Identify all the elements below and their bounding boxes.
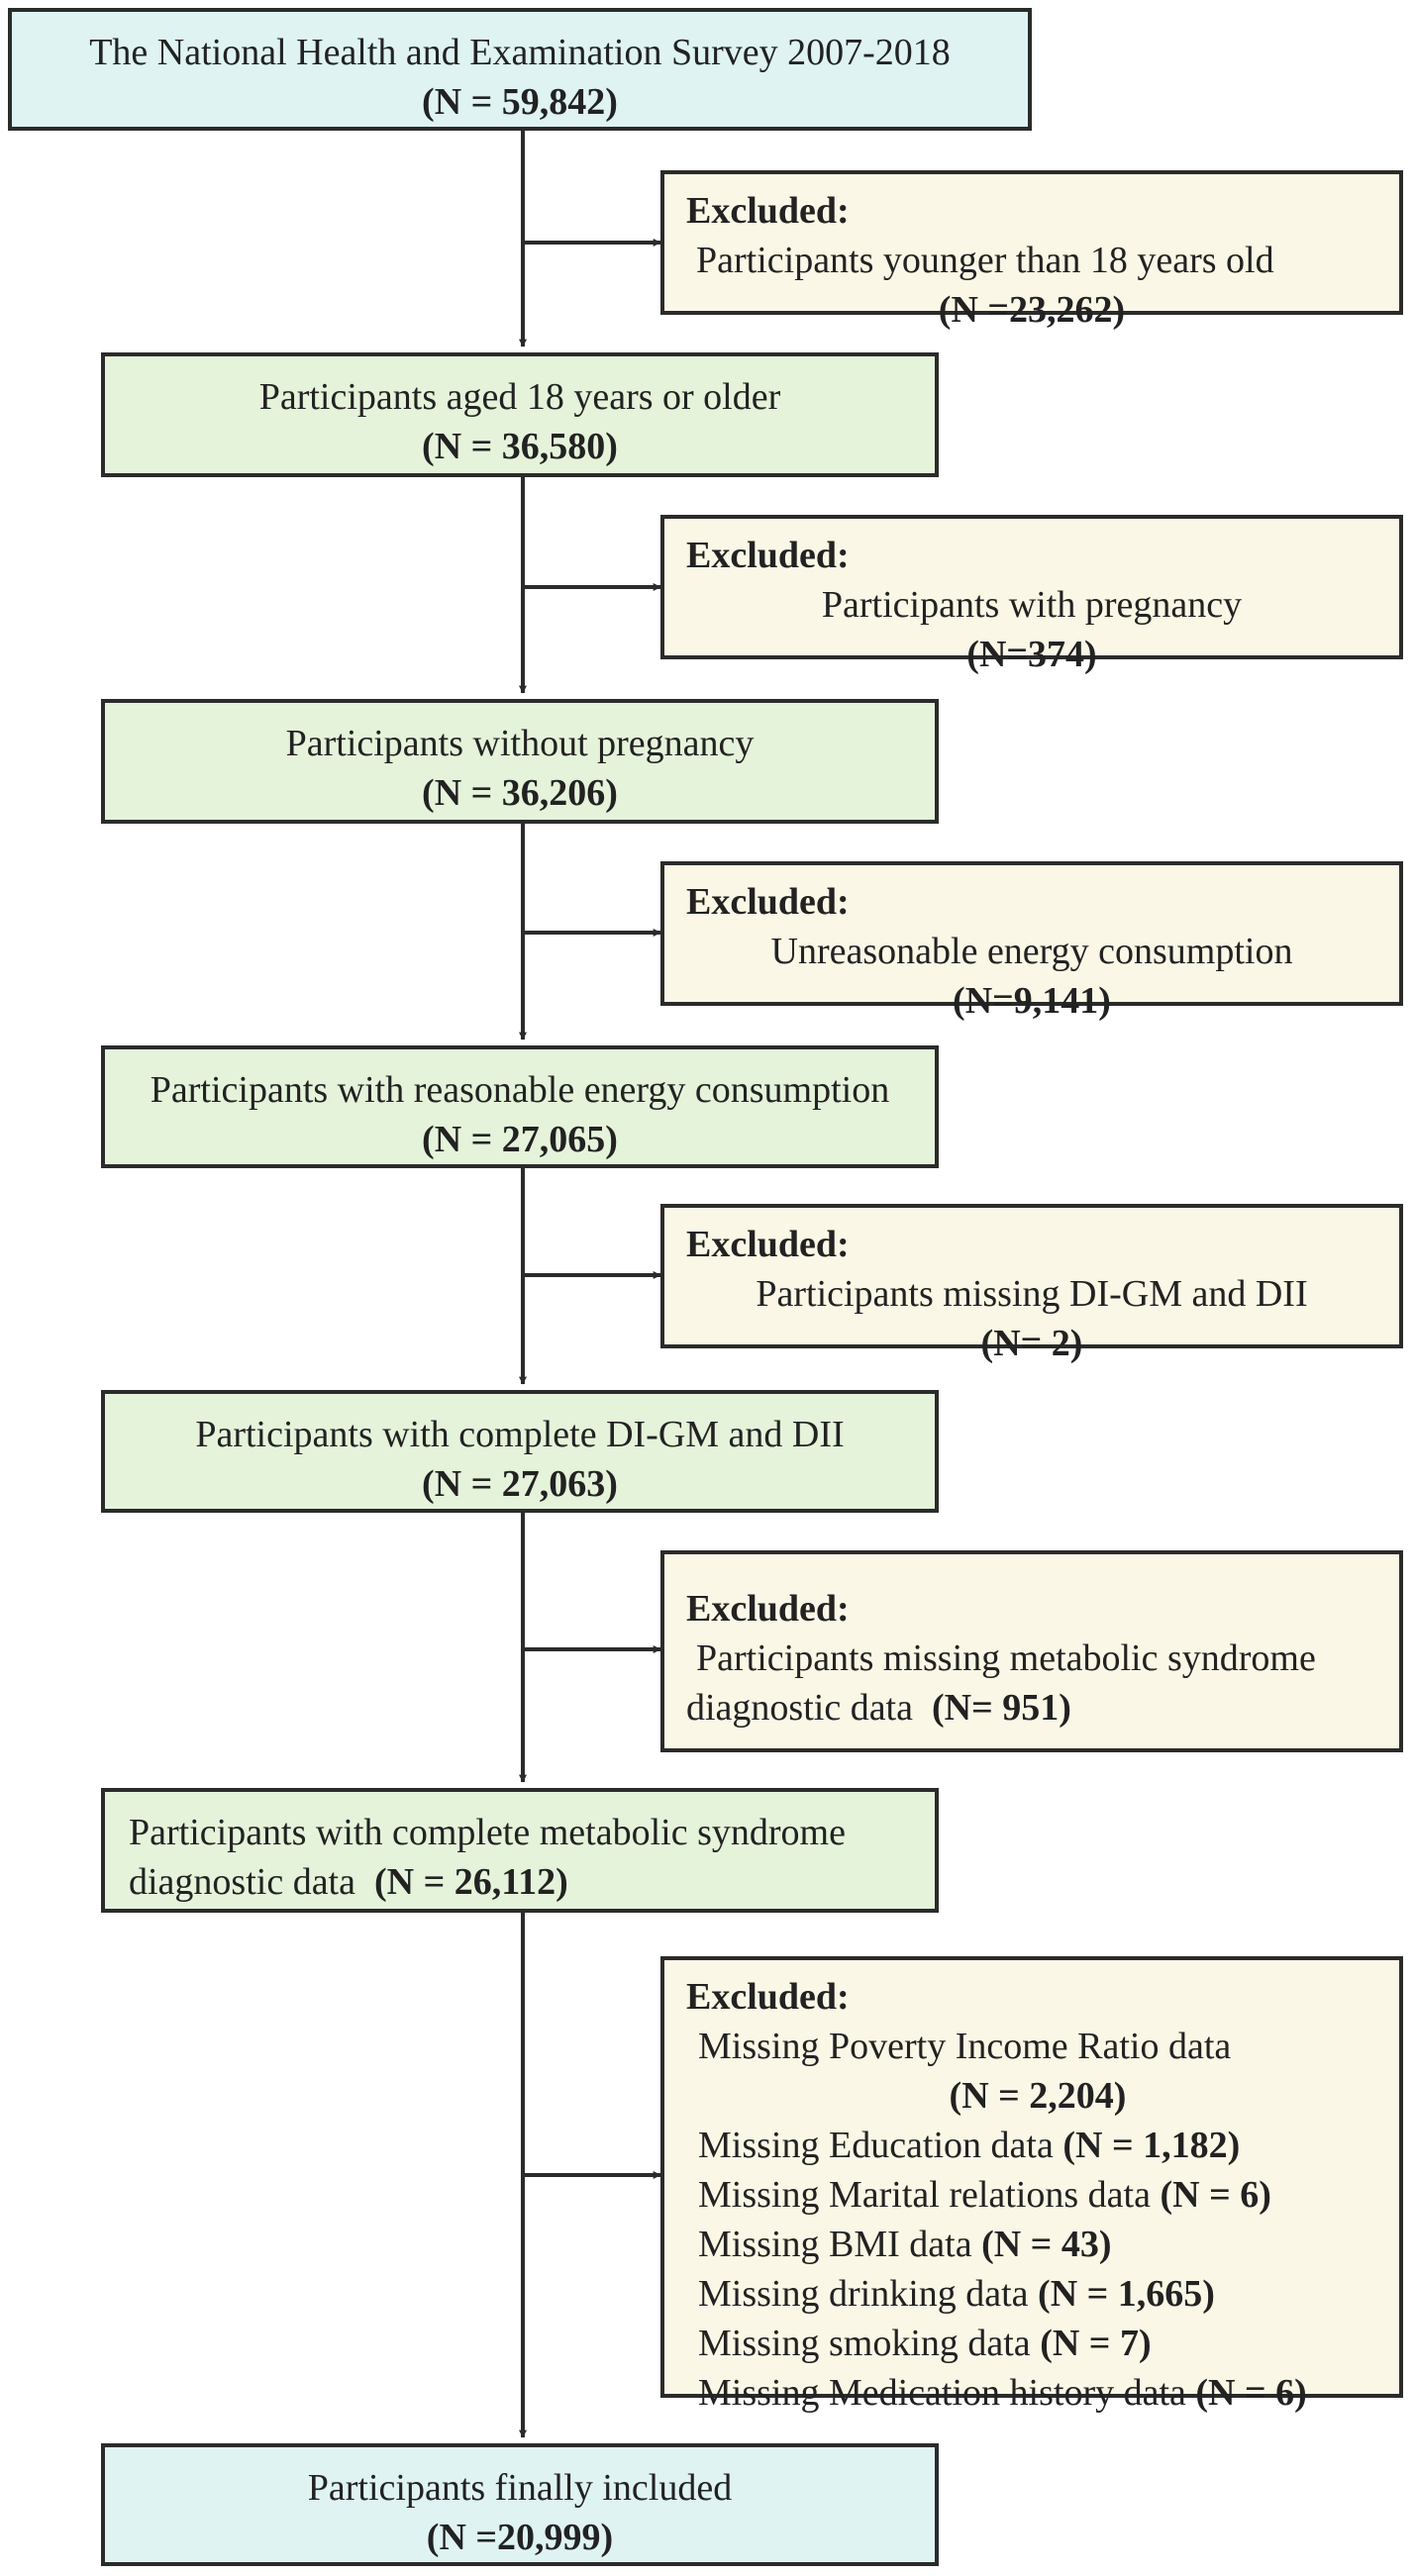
- exclusion-box-age: Excluded: Participants younger than 18 y…: [660, 170, 1403, 331]
- exclusion-count: (N=374): [966, 634, 1097, 675]
- exclusion-item-poverty: Missing Poverty Income Ratio data: [698, 2026, 1232, 2067]
- exclusion-reason: Unreasonable energy consumption: [770, 931, 1293, 972]
- exclusion-box-metabolic: Excluded: Participants missing metabolic…: [660, 1550, 1403, 1752]
- step-count: (N = 26,112): [373, 1861, 568, 1903]
- step-count: (N =20,999): [426, 2517, 614, 2558]
- exclusion-reason: Participants missing DI-GM and DII: [756, 1273, 1308, 1315]
- exclusion-box-dietary-index: Excluded: Participants missing DI-GM and…: [660, 1204, 1403, 1364]
- step-count: (N = 27,063): [422, 1463, 618, 1505]
- step-box-survey: The National Health and Examination Surv…: [8, 8, 1032, 131]
- exclusion-reason-cont: diagnostic data: [686, 1687, 932, 1729]
- step-label: Participants without pregnancy: [285, 723, 755, 764]
- step-box-adults: Participants aged 18 years or older (N =…: [101, 352, 939, 477]
- exclusion-item-marital: Missing Marital relations data (N = 6): [698, 2174, 1271, 2216]
- step-count: (N = 27,065): [422, 1119, 618, 1160]
- step-count: (N = 59,842): [422, 81, 618, 123]
- exclusion-item-poverty-count: (N = 2,204): [949, 2075, 1127, 2117]
- exclusion-box-covariates: Excluded: Missing Poverty Income Ratio d…: [660, 1956, 1403, 2414]
- exclusion-count: (N= 2): [980, 1323, 1083, 1364]
- exclusion-count: (N =23,262): [938, 289, 1126, 331]
- exclusion-heading: Excluded:: [686, 535, 850, 576]
- step-box-final: Participants finally included (N =20,999…: [101, 2443, 939, 2566]
- step-label: Participants with reasonable energy cons…: [150, 1069, 890, 1111]
- exclusion-heading: Excluded:: [686, 1976, 850, 2018]
- exclusion-reason: Participants missing metabolic syndrome: [696, 1637, 1316, 1679]
- exclusion-item-education: Missing Education data (N = 1,182): [698, 2125, 1241, 2166]
- exclusion-item-bmi: Missing BMI data (N = 43): [698, 2224, 1112, 2265]
- exclusion-count: (N=9,141): [953, 980, 1111, 1022]
- exclusion-reason: Participants with pregnancy: [821, 584, 1243, 626]
- step-box-energy: Participants with reasonable energy cons…: [101, 1045, 939, 1168]
- exclusion-heading: Excluded:: [686, 881, 850, 923]
- step-count: (N = 36,580): [422, 426, 618, 467]
- step-label: Participants finally included: [307, 2467, 733, 2509]
- step-label: The National Health and Examination Surv…: [89, 32, 951, 73]
- step-label: Participants with complete DI-GM and DII: [195, 1414, 845, 1455]
- exclusion-item-drinking: Missing drinking data (N = 1,665): [698, 2273, 1215, 2315]
- step-box-no-pregnancy: Participants without pregnancy (N = 36,2…: [101, 699, 939, 824]
- step-box-metabolic: Participants with complete metabolic syn…: [101, 1788, 939, 1913]
- exclusion-item-smoking: Missing smoking data (N = 7): [698, 2323, 1152, 2364]
- exclusion-box-energy: Excluded: Unreasonable energy consumptio…: [660, 861, 1403, 1022]
- step-label: Participants aged 18 years or older: [258, 376, 781, 418]
- step-label-cont: diagnostic data: [129, 1861, 374, 1903]
- exclusion-box-pregnancy: Excluded: Participants with pregnancy (N…: [660, 515, 1403, 675]
- step-count: (N = 36,206): [422, 772, 618, 814]
- exclusion-item-medication: Missing Medication history data (N = 6): [698, 2372, 1307, 2414]
- exclusion-heading: Excluded:: [686, 190, 850, 232]
- step-box-dietary-index: Participants with complete DI-GM and DII…: [101, 1390, 939, 1513]
- exclusion-heading: Excluded:: [686, 1224, 850, 1265]
- exclusion-heading: Excluded:: [686, 1588, 850, 1630]
- step-label: Participants with complete metabolic syn…: [129, 1812, 846, 1853]
- exclusion-reason: Participants younger than 18 years old: [696, 240, 1274, 281]
- exclusion-count: (N= 951): [931, 1687, 1071, 1729]
